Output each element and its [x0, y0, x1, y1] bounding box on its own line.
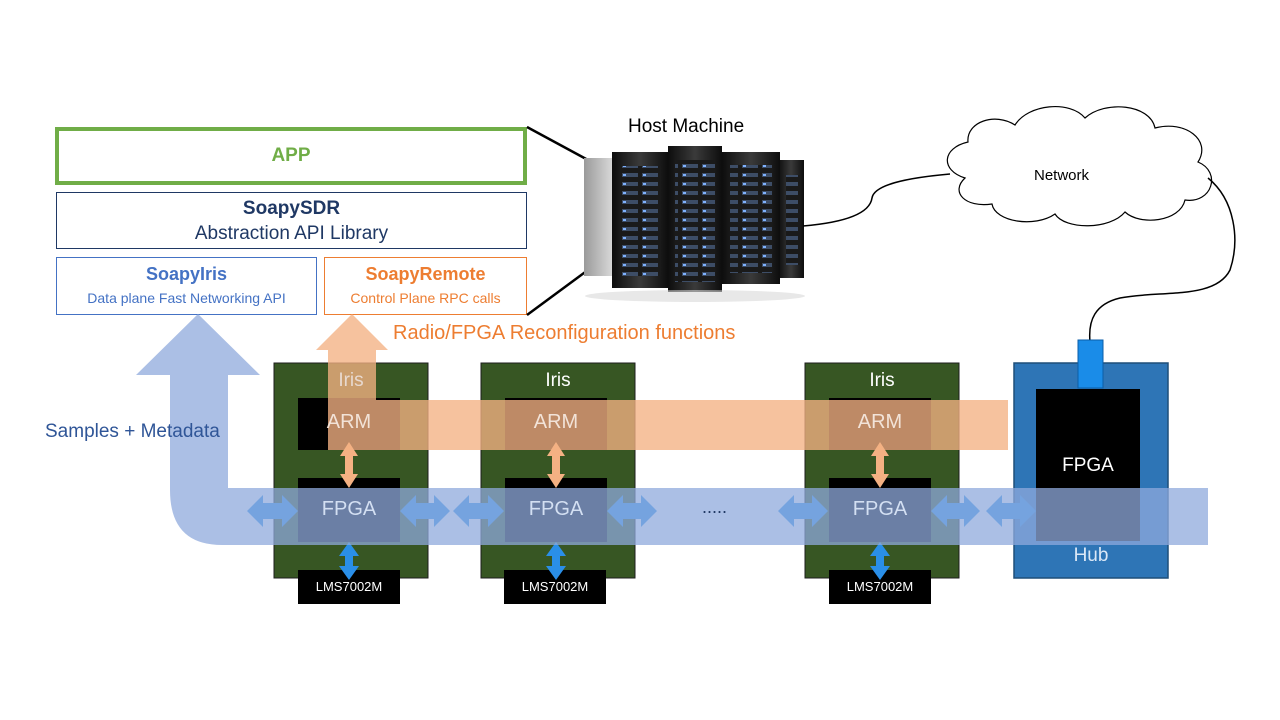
host-machine-label: Host Machine [628, 116, 745, 137]
soapyiris-title: SoapyIris [145, 264, 228, 284]
iris-1-arm-label: ARM [326, 411, 372, 433]
soapysdr-subtitle: Abstraction API Library [194, 223, 389, 244]
iris-3-lms-label: LMS7002M [846, 579, 914, 594]
network-hub-cable [1088, 177, 1236, 343]
iris-1-lms-label: LMS7002M [315, 579, 383, 594]
app-layer: APP [55, 127, 527, 185]
network-cloud-icon [946, 106, 1213, 227]
iris-1-title: Iris [338, 370, 364, 391]
iris-1-fpga-label: FPGA [321, 498, 377, 520]
hub-network-port [1077, 339, 1104, 389]
iris-2-title: Iris [545, 370, 571, 391]
fpga-lms-arrows [339, 542, 890, 580]
soapyiris-subtitle: Data plane Fast Networking API [87, 290, 286, 306]
samples-metadata-label: Samples + Metadata [45, 421, 220, 442]
server-rack-icon [584, 146, 805, 302]
iris-3-arm-label: ARM [857, 411, 903, 433]
iris-2-lms-label: LMS7002M [521, 579, 589, 594]
reconfig-label: Radio/FPGA Reconfiguration functions [393, 322, 736, 344]
iris-2-arm-label: ARM [533, 411, 579, 433]
iris-3-fpga-label: FPGA [852, 498, 908, 520]
iris-3-title: Iris [869, 370, 895, 391]
data-plane-band [136, 314, 1208, 545]
stack-to-host-line-bottom [526, 268, 589, 317]
network-label: Network [1034, 167, 1090, 184]
soapyremote-title: SoapyRemote [365, 264, 486, 284]
host-network-cable [802, 173, 951, 227]
hub-label: Hub [1073, 545, 1109, 566]
arm-fpga-arrows [340, 442, 889, 488]
soapysdr-title: SoapySDR [242, 198, 341, 219]
soapyremote-layer: SoapyRemote Control Plane RPC calls [324, 257, 527, 315]
soapyremote-subtitle: Control Plane RPC calls [350, 290, 501, 306]
ellipsis-label: ..... [702, 497, 728, 517]
soapysdr-layer: SoapySDR Abstraction API Library [56, 192, 527, 249]
stack-to-host-line-top [526, 125, 589, 162]
control-plane-band [316, 314, 1008, 450]
iris-2-fpga-label: FPGA [528, 498, 584, 520]
hub-fpga-label: FPGA [1062, 455, 1114, 476]
soapyiris-layer: SoapyIris Data plane Fast Networking API [56, 257, 317, 315]
